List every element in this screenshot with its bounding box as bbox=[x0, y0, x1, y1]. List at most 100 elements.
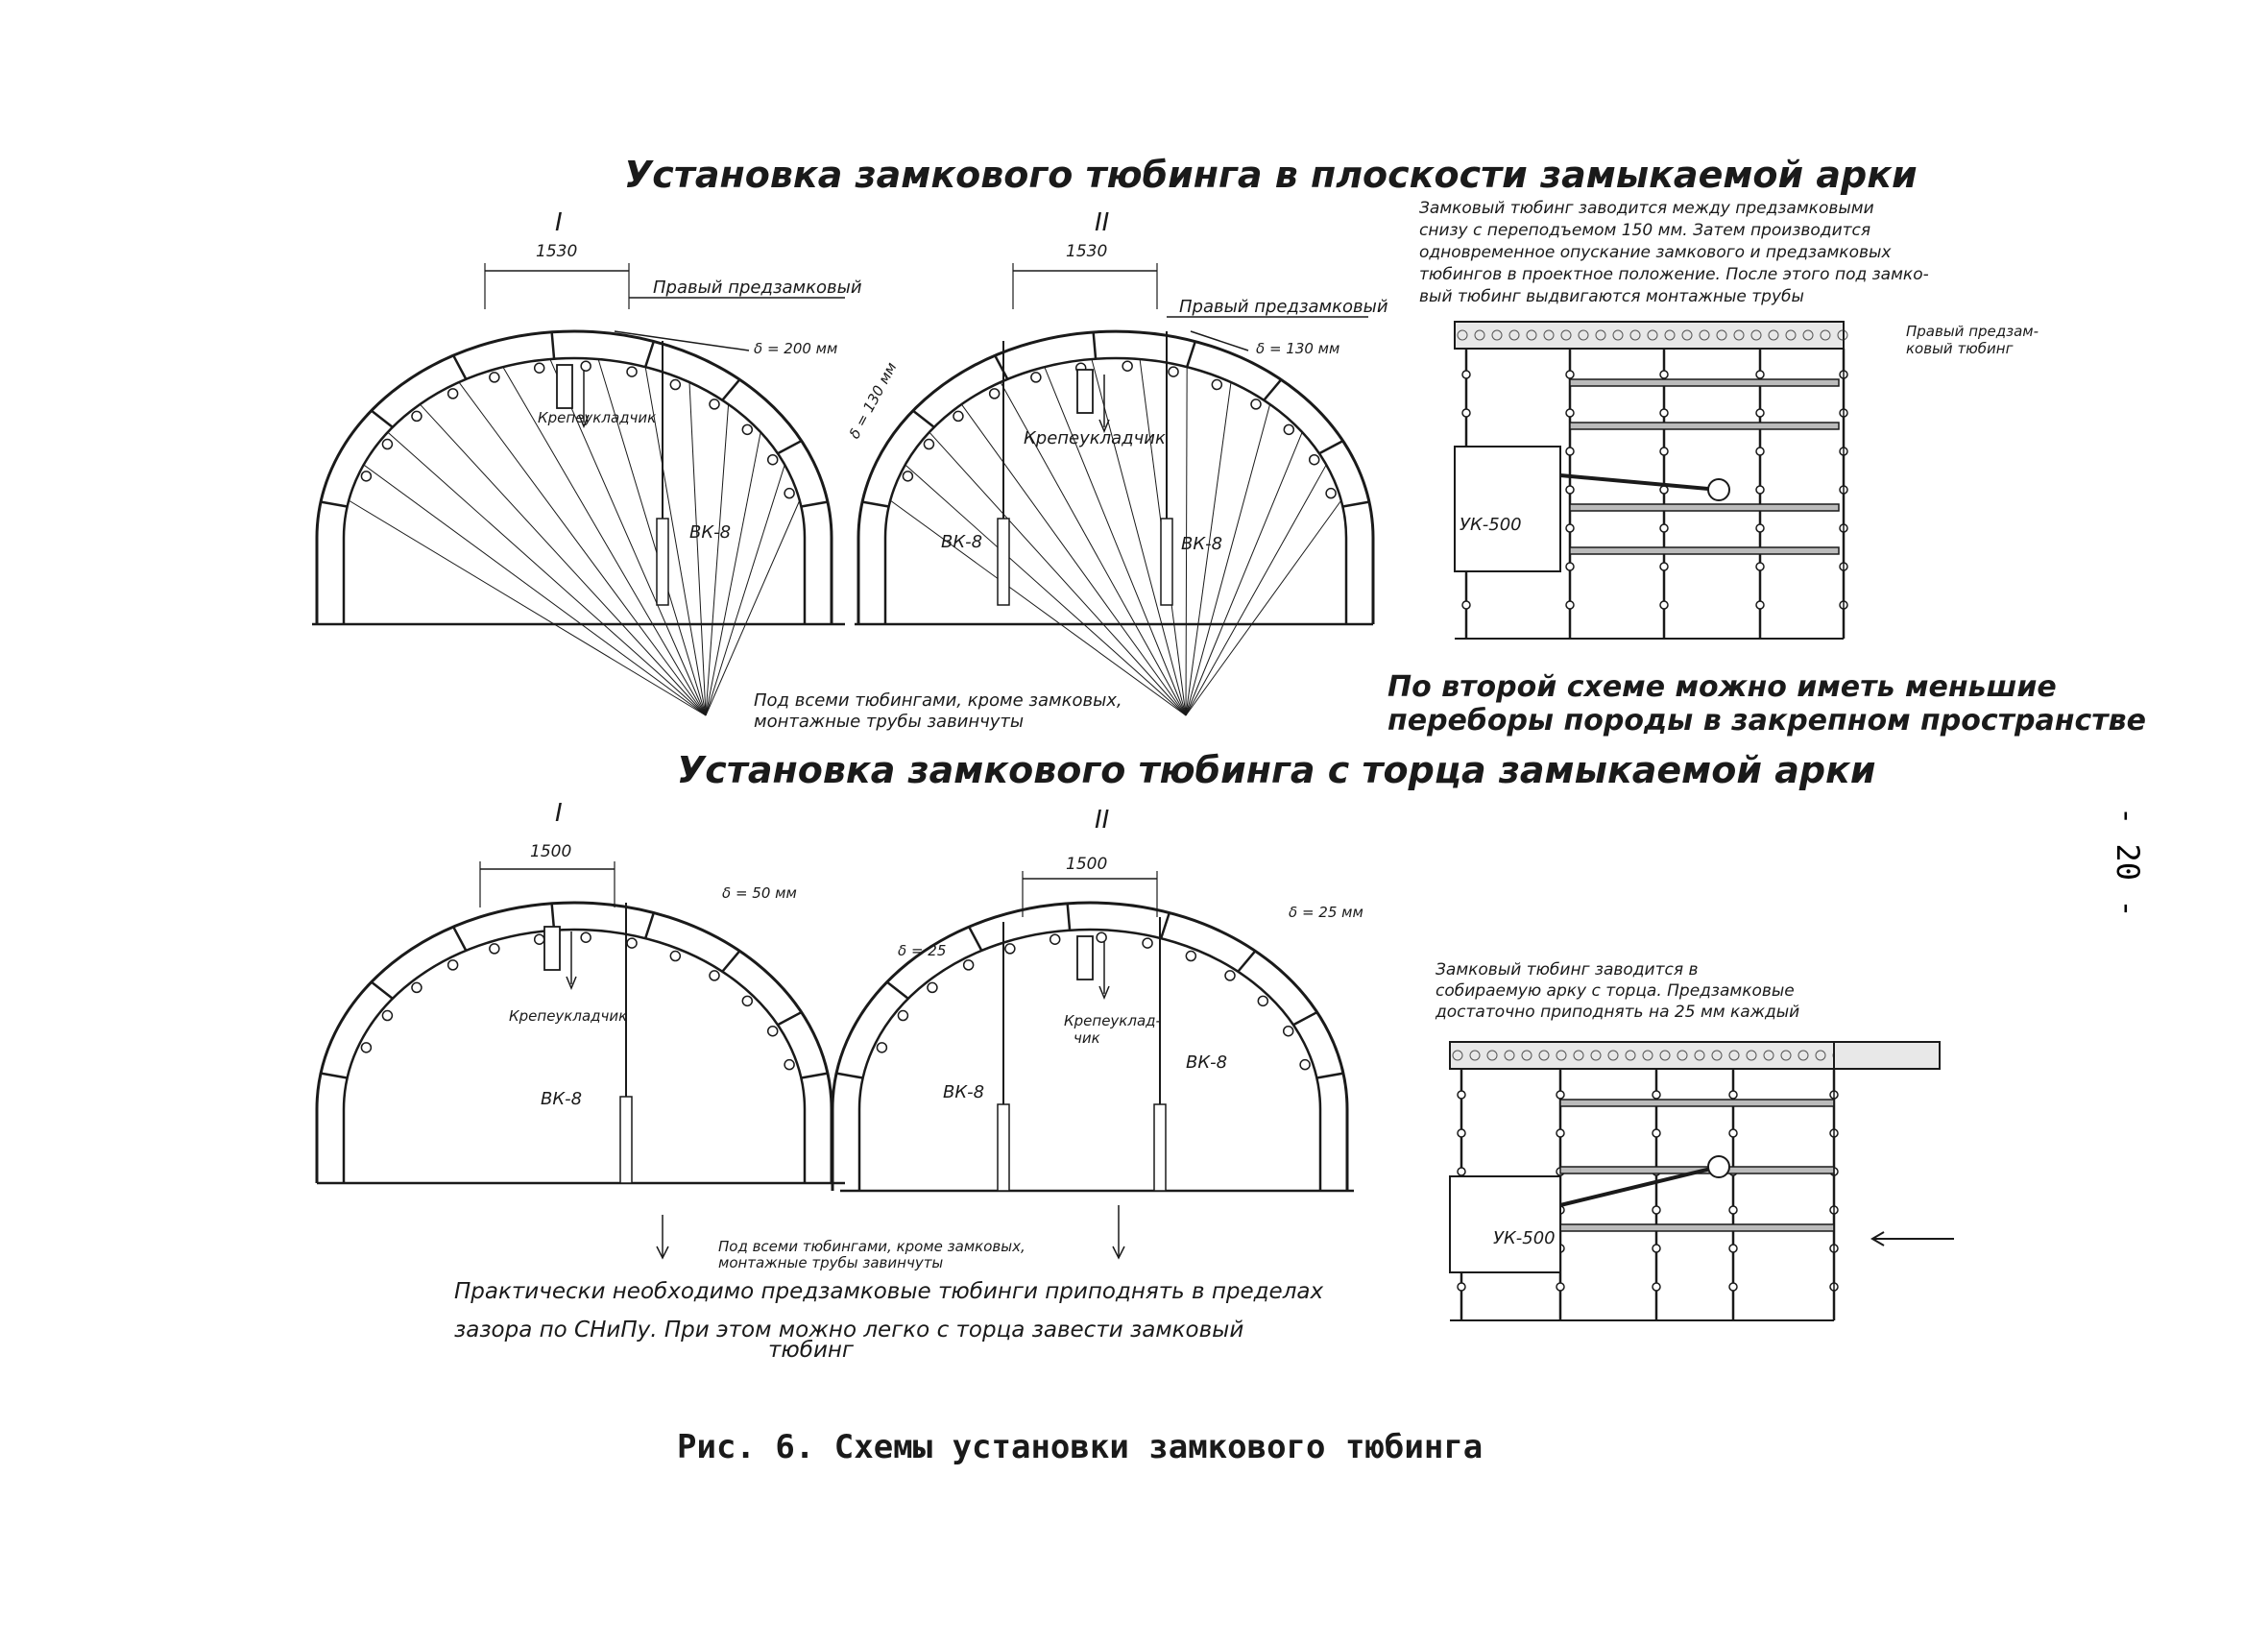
mounting-tube bbox=[1569, 378, 1840, 387]
arch-outer-edge bbox=[857, 329, 1375, 624]
segment-joint bbox=[1318, 439, 1344, 455]
right-label-top-2: Правый предзамковый bbox=[1179, 297, 1388, 317]
bolt-flange bbox=[897, 1009, 909, 1022]
practical-note-line-3: тюбинг bbox=[768, 1338, 855, 1363]
mounting-tube-line bbox=[1091, 358, 1187, 716]
segment-joint bbox=[320, 500, 348, 508]
bolt-flange bbox=[1325, 487, 1337, 499]
mounting-tube-line bbox=[597, 358, 707, 716]
bolt-flange bbox=[741, 995, 754, 1007]
rock-pebble bbox=[1607, 1050, 1619, 1061]
heading-top: Установка замкового тюбинга в плоскости … bbox=[624, 154, 1918, 196]
frame-bolt bbox=[1461, 600, 1471, 610]
mounting-tube-line bbox=[1044, 366, 1187, 716]
mounting-tube-line bbox=[502, 366, 707, 716]
rock-pebble bbox=[1595, 329, 1606, 341]
frame-bolt bbox=[1556, 1282, 1565, 1292]
conclusion-line-2: переборы породы в закрепном пространстве bbox=[1387, 704, 2146, 738]
side-note-top-line-3: одновременное опускание замкового и пред… bbox=[1419, 243, 1892, 262]
bolt-flange bbox=[927, 981, 938, 994]
frame-bolt bbox=[1461, 370, 1471, 379]
bolt-flange bbox=[381, 438, 394, 450]
rock-pebble bbox=[1763, 1050, 1774, 1061]
mounting-tube-line bbox=[1185, 464, 1327, 716]
arch-bottom-scheme-1 bbox=[315, 861, 845, 1185]
rock-pebble bbox=[1504, 1050, 1515, 1061]
segment-joint bbox=[1066, 903, 1072, 931]
bolt-flange bbox=[381, 1009, 394, 1022]
bolt-flange bbox=[709, 970, 720, 981]
mounting-tube-line bbox=[644, 367, 707, 716]
arch-outer-edge bbox=[315, 329, 833, 624]
mounting-tube-line bbox=[1000, 381, 1187, 716]
right-label-top-1: Правый предзамковый bbox=[653, 278, 862, 298]
segment-joint bbox=[1159, 912, 1171, 939]
bk-label-left-top-2: ВК-8 bbox=[941, 532, 982, 552]
bolt-flange bbox=[626, 937, 638, 949]
segment-joint bbox=[320, 1072, 348, 1079]
bolt-flange bbox=[1299, 1058, 1311, 1071]
arch-top-scheme-2 bbox=[855, 263, 1375, 716]
segment-joint bbox=[777, 1010, 803, 1027]
bolt-flange bbox=[1185, 950, 1197, 962]
bk8-column bbox=[997, 1103, 1010, 1192]
key-segment-outside bbox=[1833, 1041, 1941, 1070]
machine-boom bbox=[1559, 1165, 1720, 1207]
frame-bolt bbox=[1652, 1244, 1661, 1253]
rock-pebble bbox=[1625, 1050, 1636, 1061]
segment-joint bbox=[371, 409, 394, 428]
gap-label-bottom-2: δ = 25 мм bbox=[1289, 904, 1363, 921]
side-note-bottom-line-3: достаточно приподнять на 25 мм каждый bbox=[1435, 1003, 1799, 1022]
frame-bolt bbox=[1728, 1205, 1738, 1215]
rock-pebble bbox=[1798, 1050, 1809, 1061]
rock-pebble bbox=[1543, 329, 1555, 341]
segment-joint bbox=[1263, 378, 1283, 401]
segment-joint bbox=[371, 980, 394, 1000]
side-view-top bbox=[1454, 321, 1848, 640]
frame-bolt bbox=[1457, 1128, 1466, 1138]
arrow-head bbox=[656, 1246, 669, 1260]
side-label-top-line-2: ковый тюбинг bbox=[1906, 340, 2014, 357]
frame-bolt bbox=[1652, 1282, 1661, 1292]
fan-note-bottom-line-1: Под всеми тюбингами, кроме замковых, bbox=[718, 1238, 1025, 1255]
mounting-tube-line bbox=[363, 464, 707, 716]
side-note-top-line-5: вый тюбинг выдвигаются монтажные трубы bbox=[1419, 287, 1804, 306]
bolt-flange bbox=[1168, 366, 1179, 377]
bolt-flange bbox=[669, 378, 682, 391]
bolt-flange bbox=[580, 360, 591, 372]
mounting-tube bbox=[1559, 1099, 1835, 1107]
rock-pebble bbox=[1629, 329, 1641, 341]
support-label-top-1: Крепеукладчик bbox=[538, 409, 656, 426]
rock-pebble bbox=[1573, 1050, 1584, 1061]
arrow-head bbox=[566, 976, 577, 990]
frame-bolt bbox=[1755, 408, 1765, 418]
bolt-flange bbox=[489, 372, 500, 383]
segment-joint bbox=[721, 378, 741, 401]
frame-bolt bbox=[1565, 562, 1575, 571]
bolt-flange bbox=[446, 388, 459, 399]
mounting-tube bbox=[1569, 503, 1840, 512]
rock-pebble bbox=[1612, 329, 1624, 341]
segment-joint bbox=[1316, 1072, 1344, 1079]
frame-bolt bbox=[1755, 370, 1765, 379]
bk8-column bbox=[619, 1096, 633, 1184]
rock-pebble bbox=[1521, 1050, 1532, 1061]
machine-label-top: УК-500 bbox=[1460, 515, 1522, 535]
rock-pebble bbox=[1677, 1050, 1688, 1061]
bolt-flange bbox=[766, 453, 779, 466]
page-number: - 20 - bbox=[2110, 807, 2146, 918]
arch-bottom-scheme-2 bbox=[831, 871, 1354, 1193]
frame-bolt bbox=[1556, 1090, 1565, 1100]
bolt-flange bbox=[1257, 995, 1269, 1007]
span-dim-bottom-2: 1500 bbox=[1066, 855, 1107, 874]
bolt-flange bbox=[360, 1042, 373, 1053]
rock-pebble bbox=[1750, 329, 1762, 341]
gap-label-top-2: δ = 130 мм bbox=[1256, 340, 1339, 357]
arch-inner-edge bbox=[857, 928, 1322, 1191]
mounting-tube-line bbox=[705, 431, 761, 716]
bolt-flange bbox=[741, 423, 754, 436]
frame-bolt bbox=[1652, 1128, 1661, 1138]
frame-bolt bbox=[1457, 1167, 1466, 1176]
bk-label-right-top-2: ВК-8 bbox=[1181, 534, 1222, 554]
bolt-flange bbox=[784, 1058, 795, 1071]
